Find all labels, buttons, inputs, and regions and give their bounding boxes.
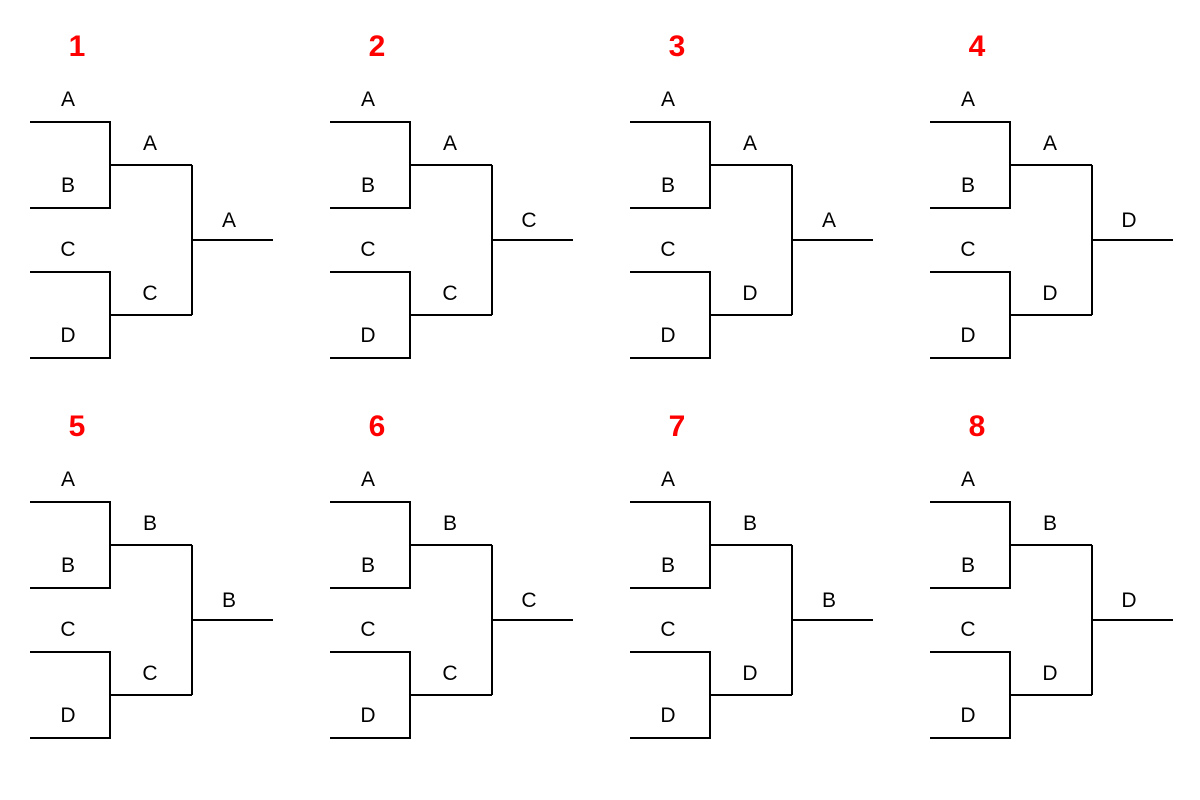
bracket-7: 7 A B C D B D B	[600, 380, 900, 760]
semifinal-bottom-label: C	[442, 662, 458, 685]
semifinal-top-label: B	[142, 512, 158, 535]
bracket-path	[30, 121, 273, 359]
winner-label: C	[521, 209, 537, 232]
entrant-d-label: D	[360, 704, 376, 727]
bracket-lines	[630, 121, 873, 359]
entrant-c-label: C	[60, 238, 76, 261]
bracket-8: 8 A B C D B D D	[900, 380, 1200, 760]
semifinal-bottom-label: D	[1042, 662, 1058, 685]
semifinal-top-label: A	[1042, 132, 1058, 155]
entrant-c-label: C	[360, 238, 376, 261]
bracket-number: 3	[668, 30, 686, 63]
entrant-a-label: A	[360, 88, 376, 111]
bracket-2: 2 A B C D A C C	[300, 0, 600, 380]
bracket-1: 1 A B C D A C A	[0, 0, 300, 380]
semifinal-top-label: A	[442, 132, 458, 155]
bracket-lines	[930, 121, 1173, 359]
entrant-d-label: D	[60, 704, 76, 727]
entrant-c-label: C	[660, 618, 676, 641]
entrant-a-label: A	[960, 468, 976, 491]
semifinal-top-label: B	[742, 512, 758, 535]
winner-label: D	[1121, 209, 1137, 232]
winner-label: A	[221, 209, 237, 232]
entrant-c-label: C	[60, 618, 76, 641]
winner-label: B	[821, 589, 837, 612]
semifinal-bottom-label: D	[1042, 282, 1058, 305]
bracket-path	[630, 501, 873, 739]
entrant-d-label: D	[360, 324, 376, 347]
entrant-b-label: B	[60, 174, 76, 197]
entrant-a-label: A	[60, 88, 76, 111]
bracket-number: 5	[68, 410, 86, 443]
semifinal-top-label: B	[442, 512, 458, 535]
entrant-d-label: D	[60, 324, 76, 347]
bracket-number: 6	[368, 410, 386, 443]
entrant-d-label: D	[960, 324, 976, 347]
semifinal-bottom-label: D	[742, 282, 758, 305]
entrant-c-label: C	[960, 618, 976, 641]
winner-label: D	[1121, 589, 1137, 612]
entrant-b-label: B	[360, 174, 376, 197]
bracket-lines	[330, 501, 573, 739]
bracket-lines	[330, 121, 573, 359]
entrant-b-label: B	[60, 554, 76, 577]
bracket-6: 6 A B C D B C C	[300, 380, 600, 760]
bracket-5: 5 A B C D B C B	[0, 380, 300, 760]
bracket-lines	[630, 501, 873, 739]
bracket-number: 1	[68, 30, 86, 63]
bracket-path	[30, 501, 273, 739]
entrant-a-label: A	[960, 88, 976, 111]
bracket-number: 4	[968, 30, 986, 63]
entrant-d-label: D	[960, 704, 976, 727]
entrant-d-label: D	[660, 324, 676, 347]
bracket-lines	[30, 121, 273, 359]
entrant-d-label: D	[660, 704, 676, 727]
semifinal-bottom-label: D	[742, 662, 758, 685]
bracket-4: 4 A B C D A D D	[900, 0, 1200, 380]
winner-label: C	[521, 589, 537, 612]
entrant-b-label: B	[960, 174, 976, 197]
entrant-c-label: C	[660, 238, 676, 261]
entrant-c-label: C	[960, 238, 976, 261]
bracket-lines	[30, 501, 273, 739]
semifinal-top-label: A	[142, 132, 158, 155]
bracket-3: 3 A B C D A D A	[600, 0, 900, 380]
bracket-lines	[930, 501, 1173, 739]
bracket-number: 7	[668, 410, 686, 443]
winner-label: A	[821, 209, 837, 232]
bracket-path	[930, 501, 1173, 739]
entrant-a-label: A	[660, 88, 676, 111]
entrant-b-label: B	[960, 554, 976, 577]
semifinal-bottom-label: C	[142, 282, 158, 305]
semifinal-top-label: B	[1042, 512, 1058, 535]
semifinal-top-label: A	[742, 132, 758, 155]
entrant-b-label: B	[660, 554, 676, 577]
bracket-path	[330, 121, 573, 359]
semifinal-bottom-label: C	[442, 282, 458, 305]
semifinal-bottom-label: C	[142, 662, 158, 685]
entrant-b-label: B	[660, 174, 676, 197]
bracket-number: 2	[368, 30, 386, 63]
bracket-number: 8	[968, 410, 986, 443]
bracket-path	[630, 121, 873, 359]
winner-label: B	[221, 589, 237, 612]
entrant-a-label: A	[360, 468, 376, 491]
bracket-path	[330, 501, 573, 739]
entrant-b-label: B	[360, 554, 376, 577]
bracket-path	[930, 121, 1173, 359]
entrant-c-label: C	[360, 618, 376, 641]
entrant-a-label: A	[660, 468, 676, 491]
entrant-a-label: A	[60, 468, 76, 491]
